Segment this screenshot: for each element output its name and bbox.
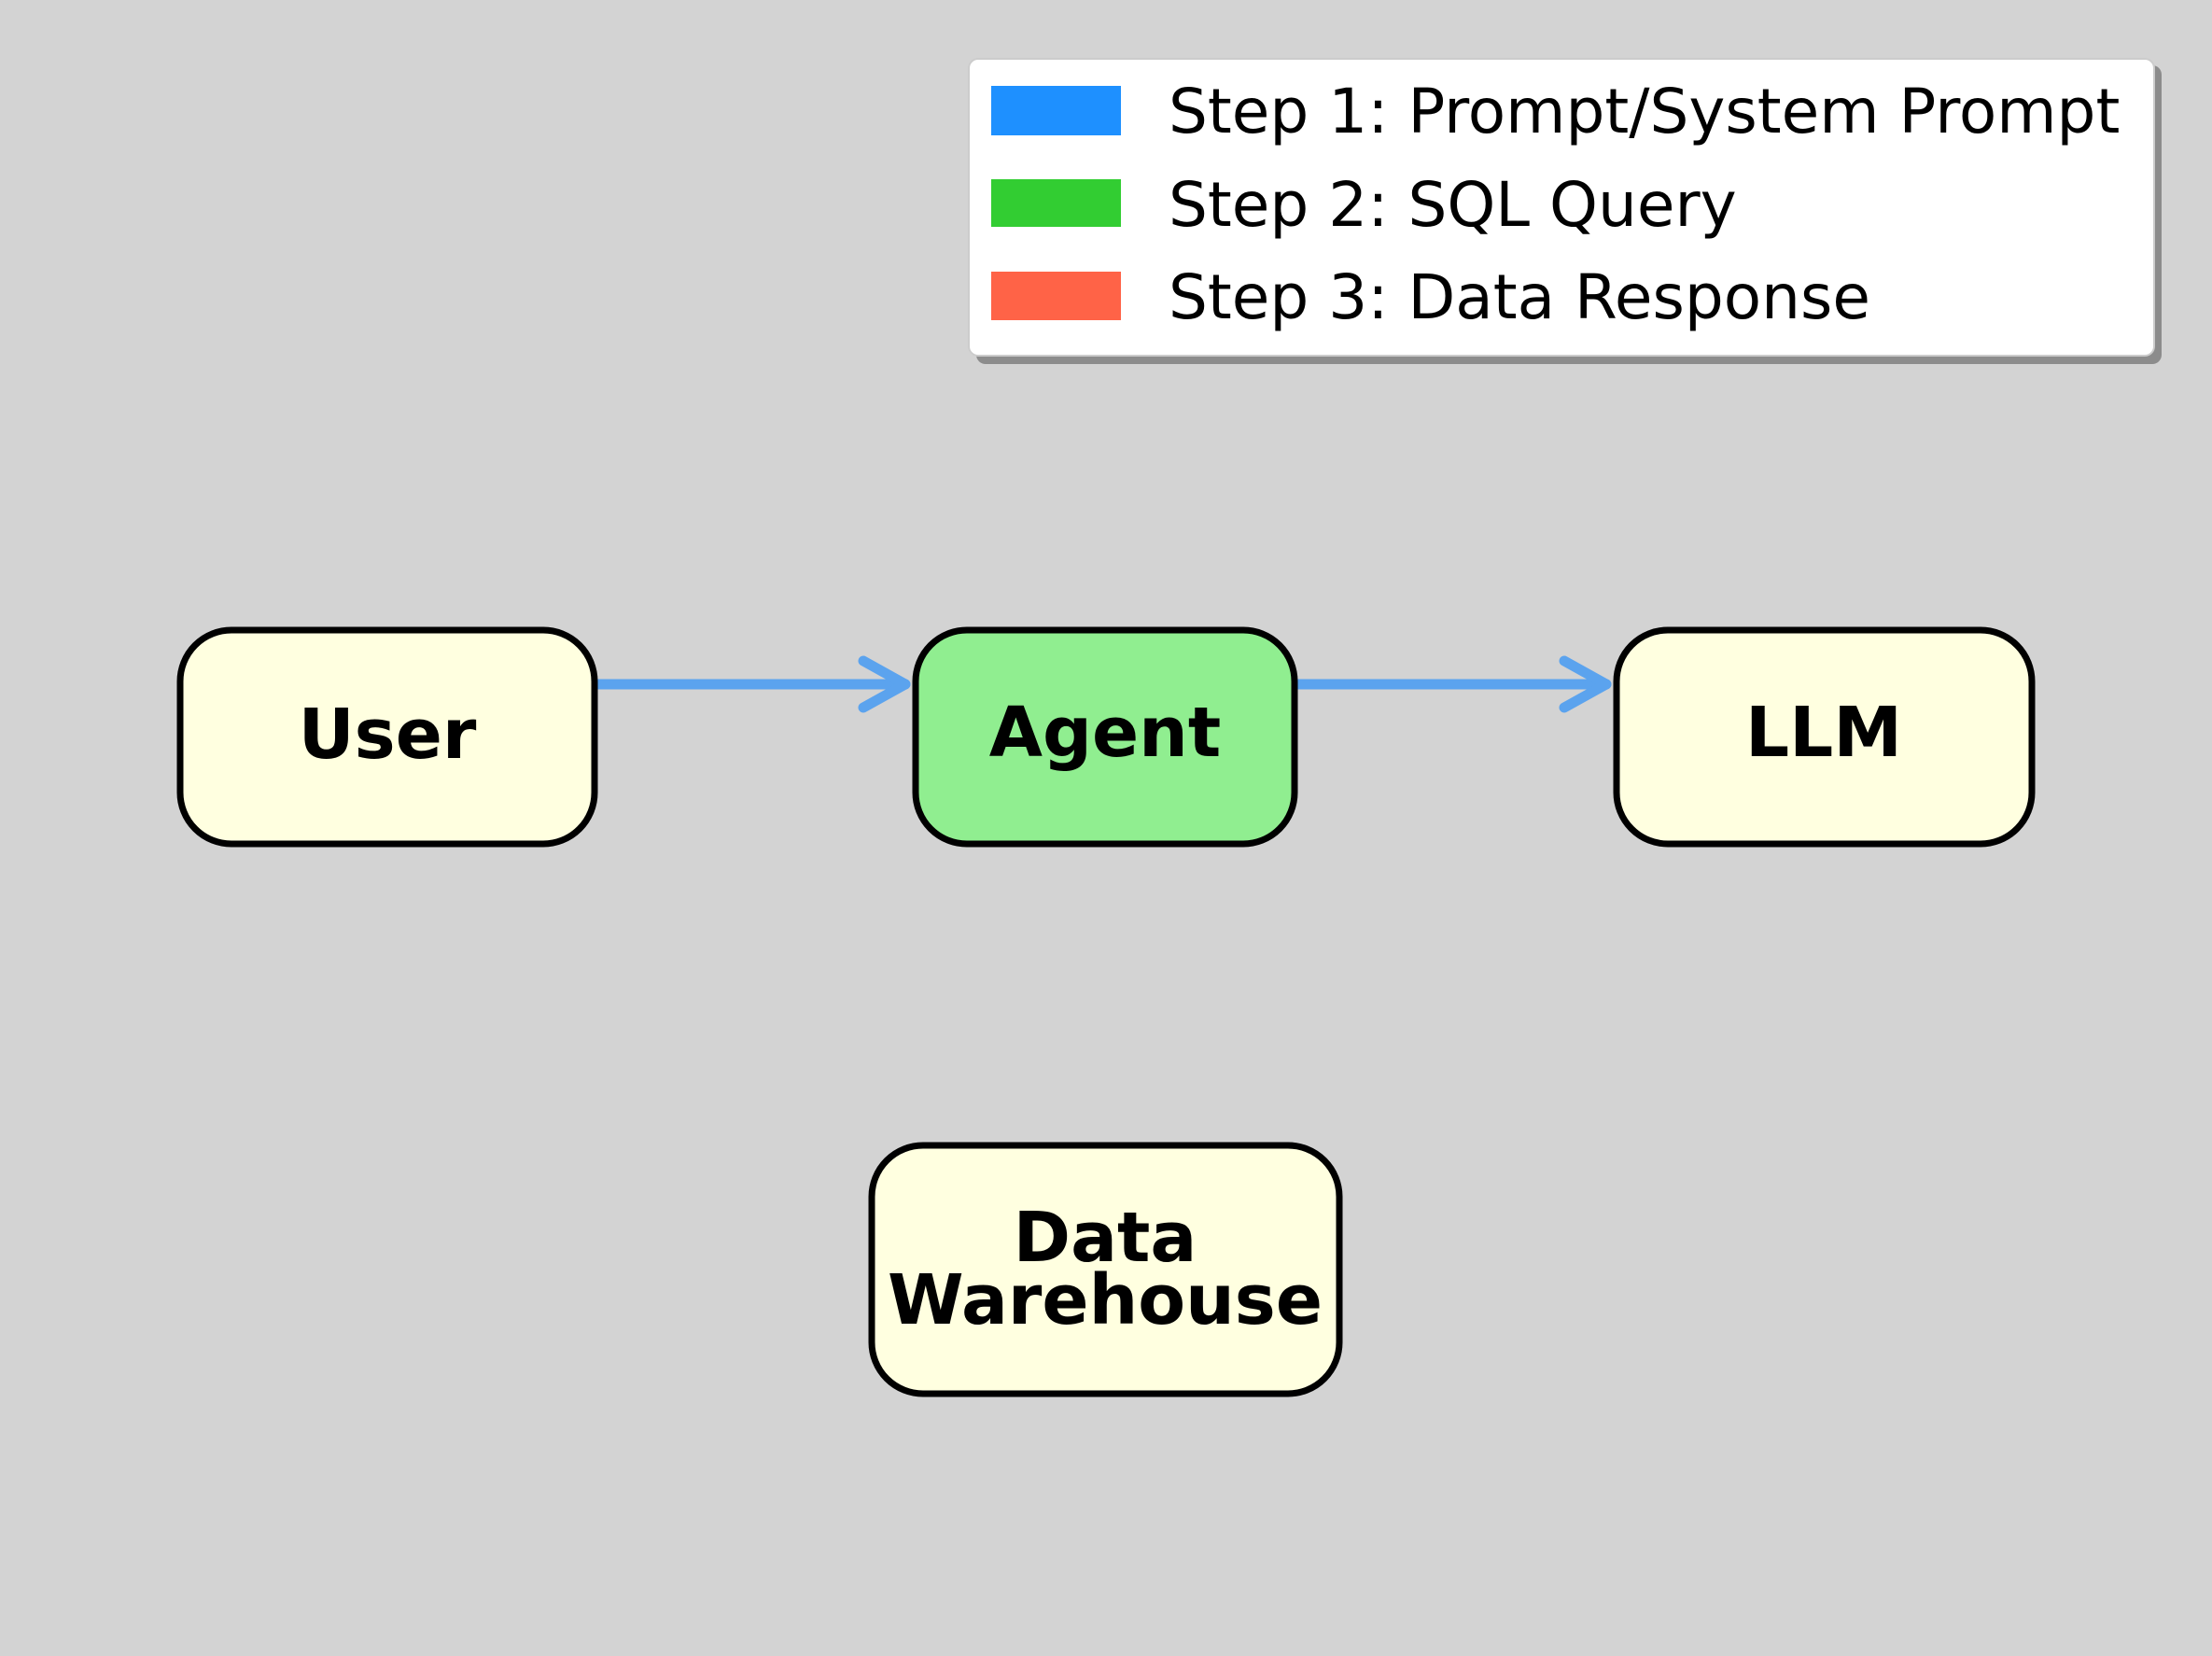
node-llm[interactable]: LLM (1613, 626, 2036, 848)
legend-swatch-step-3 (991, 272, 1121, 320)
node-data-warehouse[interactable]: Data Warehouse (868, 1142, 1343, 1397)
legend-label-step-1: Step 1: Prompt/System Prompt (1169, 76, 2120, 147)
legend-swatch-step-1 (991, 86, 1121, 135)
edges (589, 655, 1612, 713)
node-agent-label: Agent (989, 693, 1222, 773)
legend-swatch-step-2 (991, 179, 1121, 227)
node-warehouse-label-line2: Warehouse (888, 1260, 1323, 1340)
node-llm-label: LLM (1745, 693, 1902, 773)
legend-box (968, 58, 2155, 357)
legend-label-step-3: Step 3: Data Response (1169, 261, 1870, 333)
node-user-label: User (299, 695, 477, 775)
arrow-user-to-agent (589, 655, 911, 713)
legend-label-step-2: Step 2: SQL Query (1169, 169, 1737, 241)
arrow-agent-to-llm (1289, 655, 1612, 713)
node-agent[interactable]: Agent (912, 626, 1298, 848)
node-user[interactable]: User (176, 626, 598, 848)
legend: Step 1: Prompt/System Prompt Step 2: SQL… (968, 58, 2162, 364)
node-warehouse-label-line1: Data (1014, 1198, 1197, 1278)
